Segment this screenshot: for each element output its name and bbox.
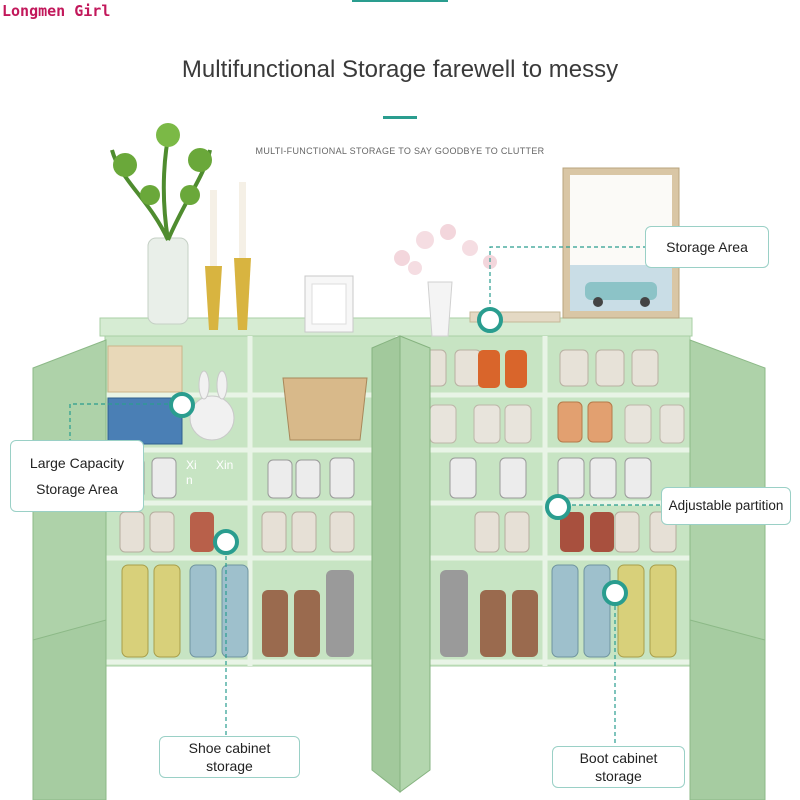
- large-capacity-label: Large Capacity Storage Area: [10, 440, 144, 512]
- top-divider: [352, 0, 448, 2]
- page-subtitle: MULTI-FUNCTIONAL STORAGE TO SAY GOODBYE …: [255, 146, 545, 156]
- rabbit-toy: [189, 370, 235, 441]
- basket: [282, 377, 368, 441]
- rabbit-tag-text-3: Xin: [216, 458, 234, 472]
- shoe-cabinet-text-1: Shoe cabinet: [188, 739, 271, 756]
- watermark: Longmen Girl: [2, 2, 111, 20]
- shoe-cabinet-marker: [213, 529, 239, 555]
- candles: [205, 182, 251, 330]
- page-title: Multifunctional Storage farewell to mess…: [181, 56, 619, 83]
- large-capacity-text-1: Large Capacity: [29, 454, 125, 471]
- title-accent-line: [383, 116, 417, 119]
- center-door-left: [371, 335, 401, 794]
- adjustable-partition-text: Adjustable partition: [668, 498, 784, 514]
- boot-cabinet-text-1: Boot cabinet: [579, 749, 658, 766]
- cabinet-top: [99, 317, 693, 337]
- tray: [469, 311, 561, 323]
- adjustable-partition-label: Adjustable partition: [661, 487, 791, 525]
- right-door-lower: [689, 619, 766, 800]
- large-capacity-marker: [169, 392, 195, 418]
- boots: [121, 564, 677, 658]
- boot-cabinet-marker: [602, 580, 628, 606]
- storage-box-top: [107, 345, 183, 393]
- boot-cabinet-text-2: storage: [595, 768, 642, 784]
- plant-pot: [110, 123, 212, 325]
- adjustable-partition-marker: [545, 494, 571, 520]
- shoe-cabinet-text-2: storage: [206, 758, 253, 774]
- large-capacity-text-2: Storage Area: [36, 481, 118, 497]
- storage-area-label: Storage Area: [645, 226, 769, 268]
- left-door-lower: [32, 619, 107, 800]
- rabbit-tag-text-1: Xi: [186, 458, 197, 472]
- rabbit-tag-text-2: n: [186, 473, 193, 487]
- center-door-right: [399, 335, 431, 793]
- boot-cabinet-label: Boot cabinet storage: [552, 746, 685, 788]
- callout-lines: [69, 246, 662, 746]
- photo-frame-small: [304, 275, 354, 333]
- storage-area-text: Storage Area: [666, 238, 748, 255]
- storage-area-marker: [477, 307, 503, 333]
- shoe-cabinet-label: Shoe cabinet storage: [159, 736, 300, 778]
